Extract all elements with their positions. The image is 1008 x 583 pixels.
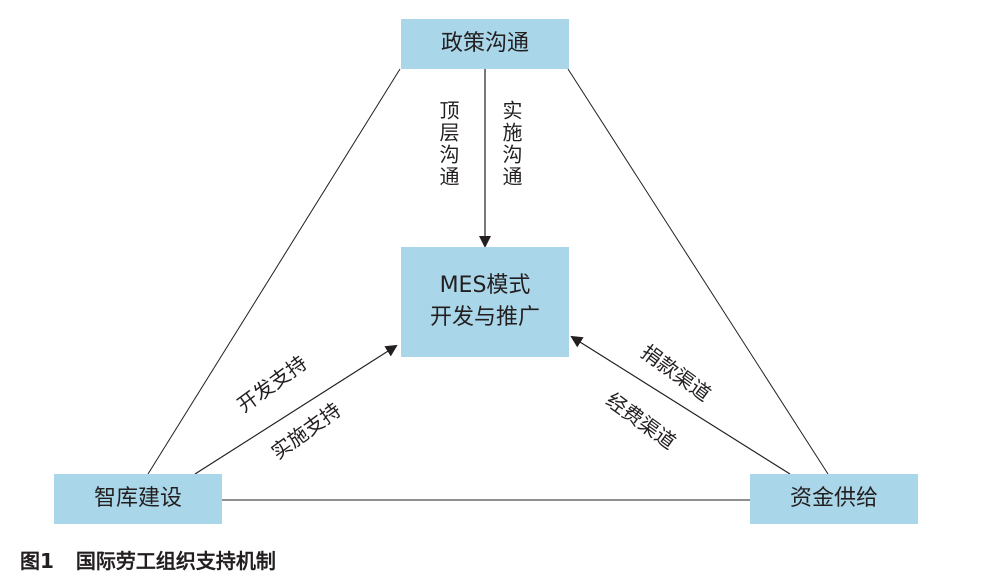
edge-top-to-right: [567, 68, 829, 475]
figure-caption: 图1 国际劳工组织支持机制: [20, 545, 276, 574]
mes-model-label-line2: 开发与推广: [429, 305, 540, 330]
funding-supply-label: 资金供给: [789, 486, 878, 511]
edge-top-to-left: [147, 68, 401, 475]
policy-communication-label: 政策沟通: [440, 31, 529, 56]
think-tank-box: 智库建设: [54, 474, 222, 524]
think-tank-label: 智库建设: [93, 486, 182, 511]
implementation-communication-label: 实施沟通: [499, 100, 523, 188]
funding-supply-box: 资金供给: [750, 474, 918, 524]
mes-model-box: MES模式 开发与推广: [401, 247, 569, 357]
top-level-communication-label: 顶层沟通: [436, 100, 460, 188]
arrow-left-to-center: [194, 344, 398, 475]
policy-communication-box: 政策沟通: [401, 19, 569, 69]
figure-title: 国际劳工组织支持机制: [75, 549, 276, 573]
figure-number: 图1: [20, 549, 54, 573]
arrow-right-to-center: [570, 335, 791, 475]
mes-model-label-line1: MES模式: [439, 273, 531, 298]
